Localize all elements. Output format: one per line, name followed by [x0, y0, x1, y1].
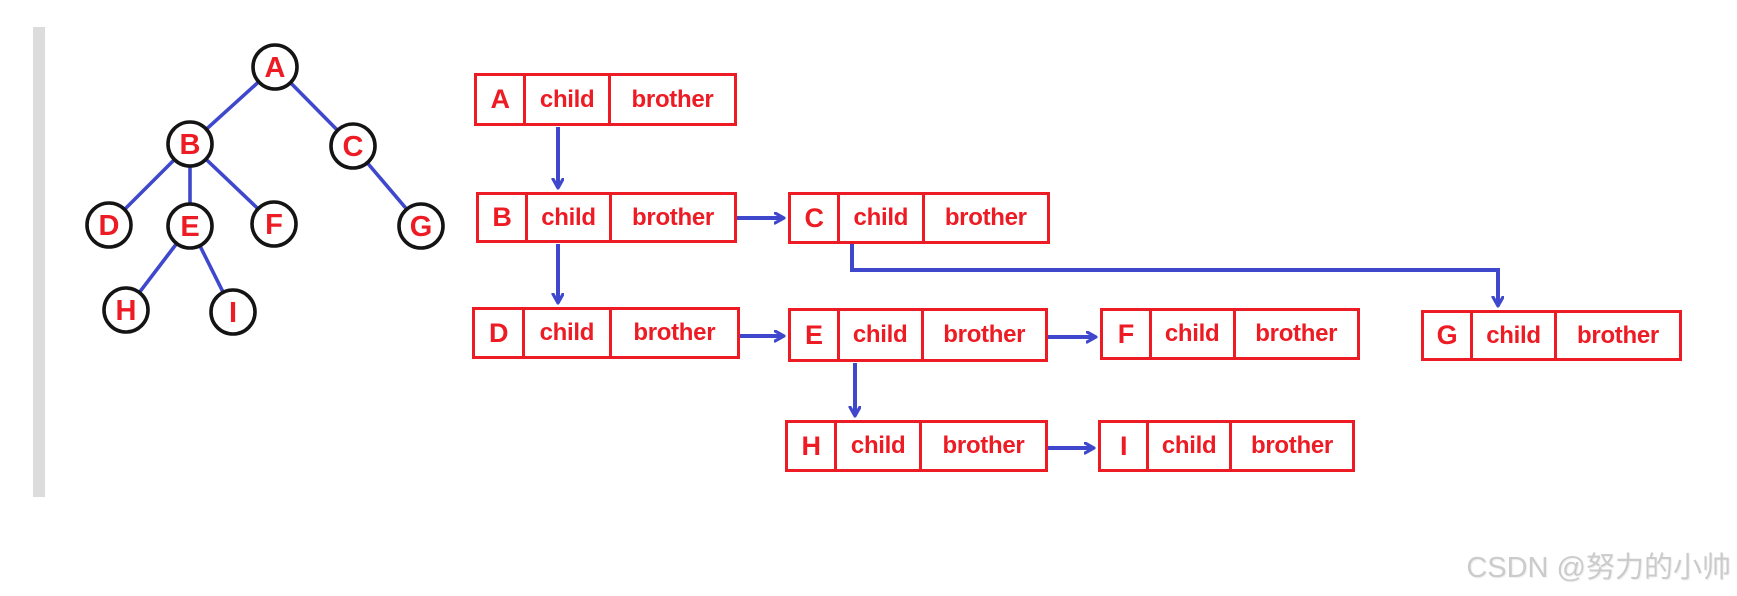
list-node-A-letter-cell: A	[490, 84, 511, 114]
tree-node-circle-H	[102, 286, 150, 334]
list-node-E-child-cell: child	[836, 311, 921, 359]
list-node-G-child-cell: child	[1469, 313, 1554, 358]
tree-node-label-G: G	[410, 211, 433, 243]
tree-node-B: B	[166, 120, 214, 168]
list-node-F-letter-cell: F	[1117, 318, 1135, 349]
tree-node-circle-G	[397, 202, 445, 250]
list-node-B-child-cell: child	[524, 195, 609, 240]
list-node-E-letter-cell: E	[805, 319, 823, 350]
list-node-G-brother-cell: brother	[1554, 313, 1679, 358]
list-node-I-child-cell: child	[1146, 423, 1229, 469]
tree-node-circle-E	[166, 202, 214, 250]
tree-node-label-I: I	[229, 297, 237, 329]
tree-node-I: I	[209, 288, 257, 336]
tree-node-label-A: A	[265, 52, 286, 84]
tree-node-A: A	[251, 43, 299, 91]
list-node-D-letter-cell: D	[488, 317, 509, 348]
tree-node-C: C	[329, 122, 377, 170]
left-gray-bar	[33, 27, 45, 497]
list-node-C-brother-cell: brother	[921, 195, 1047, 241]
list-node-A-child-cell: child	[523, 76, 608, 123]
list-node-H-letter-cell: H	[801, 430, 822, 461]
tree-node-label-H: H	[116, 295, 137, 327]
list-node-E-brother-cell: brother	[920, 311, 1045, 359]
list-node-G-letter-cell: G	[1436, 320, 1458, 350]
tree-node-circle-F	[250, 200, 298, 248]
list-node-H-brother-cell: brother	[919, 423, 1045, 469]
tree-edges	[107, 65, 423, 313]
watermark-text: CSDN @努力的小帅	[1466, 552, 1731, 584]
tree-node-D: D	[85, 201, 133, 249]
list-node-H-child-cell: child	[834, 423, 919, 469]
tree-node-circle-C	[329, 122, 377, 170]
tree-node-label-E: E	[180, 211, 199, 243]
tree-node-circle-A	[251, 43, 299, 91]
tree-nodes: A B C D E F G H I	[85, 43, 445, 336]
list-node-I-brother-cell: brother	[1229, 423, 1352, 469]
list-node-F-brother-cell: brother	[1232, 311, 1357, 357]
tree-node-E: E	[166, 202, 214, 250]
list-node-B-letter-cell: B	[492, 202, 512, 232]
tree-node-G: G	[397, 202, 445, 250]
tree-node-label-D: D	[99, 210, 120, 242]
list-node-F-child-cell: child	[1148, 311, 1233, 357]
linked-list-connectors	[558, 127, 1498, 448]
list-node-D-child-cell: child	[522, 310, 608, 356]
list-node-C-letter-cell: C	[804, 202, 824, 233]
list-node-D-brother-cell: brother	[608, 310, 737, 356]
tree-node-F: F	[250, 200, 298, 248]
list-node-I-letter-cell: I	[1119, 430, 1128, 461]
tree-node-label-B: B	[180, 129, 201, 161]
tree-node-circle-I	[209, 288, 257, 336]
tree-node-circle-D	[85, 201, 133, 249]
list-node-A-brother-cell: brother	[608, 76, 734, 123]
tree-node-label-C: C	[343, 131, 364, 163]
list-node-C-child-cell: child	[837, 195, 921, 241]
link-C-child-G	[850, 244, 1498, 305]
tree-node-label-F: F	[265, 209, 283, 241]
tree-node-H: H	[102, 286, 150, 334]
list-node-B-brother-cell: brother	[609, 195, 734, 240]
tree-node-circle-B	[166, 120, 214, 168]
